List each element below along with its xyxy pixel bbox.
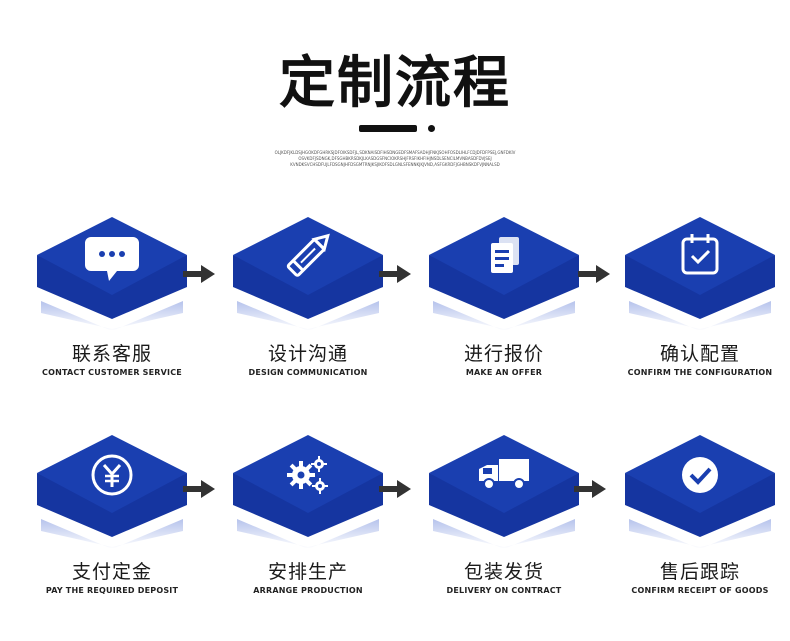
step-title: 包装发货	[463, 561, 544, 583]
tile-shape	[625, 217, 775, 330]
step-title: 支付定金	[71, 561, 152, 583]
step-subtitle: PAY THE REQUIRED DEPOSIT	[45, 586, 179, 595]
truck-icon	[479, 459, 529, 490]
step-title: 联系客服	[71, 343, 152, 365]
title-underline-dot	[428, 125, 435, 132]
step-contact-customer-service: 联系客服 CONTACT CUSTOMER SERVICE	[37, 215, 187, 405]
arrow-right-icon	[574, 480, 606, 498]
arrow-right-icon	[578, 265, 610, 283]
step-title: 确认配置	[659, 343, 740, 365]
arrow-right-icon	[379, 265, 411, 283]
arrow-right-icon	[183, 480, 215, 498]
step-subtitle: CONTACT CUSTOMER SERVICE	[42, 368, 182, 377]
yen-coin-icon	[91, 454, 133, 496]
documents-icon	[491, 237, 519, 273]
step-make-an-offer: 进行报价 MAKE AN OFFER	[429, 215, 579, 405]
step-subtitle: ARRANGE PRODUCTION	[253, 586, 363, 595]
step-title: 售后跟踪	[659, 561, 740, 583]
arrow-right-icon	[183, 265, 215, 283]
arrow-right-icon	[379, 480, 411, 498]
calendar-check-icon	[681, 234, 719, 275]
step-pay-deposit: 支付定金 PAY THE REQUIRED DEPOSIT	[37, 433, 187, 623]
subtitle-line: OLJKDFJKLDSJHGOKDFGHRKSJDFOIKSDFJL,SDKNA…	[274, 150, 516, 155]
subtitle-line: KVNDKSVCHSDFUJLFDSGNJHFDSGMTRNJKSJIKOFSD…	[290, 162, 500, 167]
step-after-sales: 售后跟踪 CONFIRM RECEIPT OF GOODS	[625, 433, 775, 623]
step-delivery: 包装发货 DELIVERY ON CONTRACT	[429, 433, 579, 623]
check-circle-icon	[682, 457, 718, 493]
step-confirm-configuration: 确认配置 CONFIRM THE CONFIGURATION	[625, 215, 775, 405]
step-arrange-production: 安排生产 ARRANGE PRODUCTION	[233, 433, 383, 623]
step-subtitle: DELIVERY ON CONTRACT	[446, 586, 562, 595]
step-subtitle: MAKE AN OFFER	[465, 368, 543, 377]
title-underline	[359, 125, 417, 132]
pencil-icon	[286, 233, 330, 277]
step-design-communication: 设计沟通 DESIGN COMMUNICATION	[233, 215, 383, 405]
subtitle-line: OSVKDFJSDNGK,DFSGHBKRSDKJLKASDGSFNCIOKRS…	[298, 156, 492, 161]
step-subtitle: CONFIRM RECEIPT OF GOODS	[631, 586, 769, 595]
step-title: 进行报价	[463, 343, 544, 365]
step-subtitle: DESIGN COMMUNICATION	[248, 368, 368, 377]
step-title: 设计沟通	[267, 343, 348, 365]
step-subtitle: CONFIRM THE CONFIGURATION	[627, 368, 773, 377]
chat-bubble-icon	[85, 237, 139, 281]
page-title: 定制流程	[279, 51, 511, 116]
gears-icon	[287, 456, 328, 494]
step-title: 安排生产	[267, 561, 348, 583]
